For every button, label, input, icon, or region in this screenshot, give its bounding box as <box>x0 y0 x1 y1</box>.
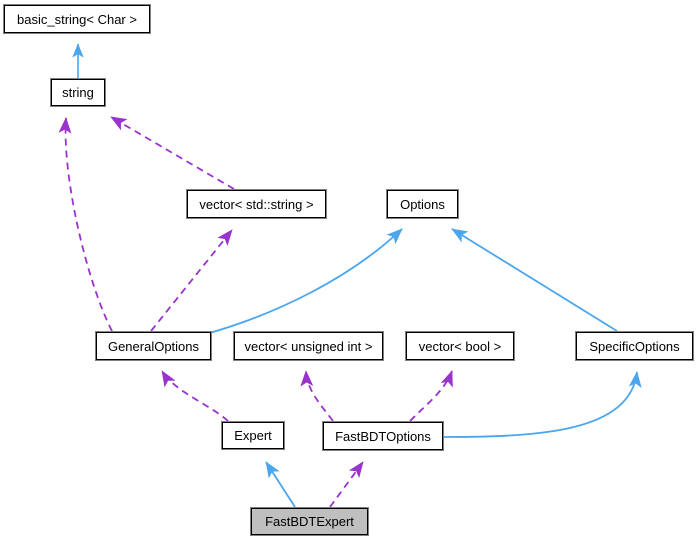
node-general-options[interactable]: GeneralOptions <box>95 331 212 361</box>
node-vector-std-string[interactable]: vector< std::string > <box>186 189 327 219</box>
edge-general_options-to-options <box>205 228 403 335</box>
node-label: vector< bool > <box>418 338 502 354</box>
node-label: basic_string< Char > <box>17 11 137 27</box>
node-label: SpecificOptions <box>589 338 680 354</box>
node-label: GeneralOptions <box>107 338 200 354</box>
node-string[interactable]: string <box>50 78 106 107</box>
node-label: vector< unsigned int > <box>244 338 373 354</box>
edge-specific_options-to-options <box>451 228 618 332</box>
node-fastbdt-expert[interactable]: FastBDTExpert <box>250 507 369 536</box>
edge-vector_string-to-string <box>110 116 235 190</box>
node-vector-bool[interactable]: vector< bool > <box>405 331 515 361</box>
edge-fastbdt_expert-to-expert <box>265 461 296 508</box>
node-fastbdt-options[interactable]: FastBDTOptions <box>322 421 444 451</box>
node-vector-unsigned-int[interactable]: vector< unsigned int > <box>233 331 384 361</box>
node-label: string <box>62 85 94 100</box>
edge-general_options-to-string <box>58 117 113 332</box>
node-label: Options <box>400 196 445 212</box>
node-label: vector< std::string > <box>199 196 314 212</box>
edge-fastbdt_expert-to-fastbdt_options <box>329 461 364 508</box>
edge-expert-to-general_options <box>161 370 229 422</box>
node-label: FastBDTOptions <box>335 428 431 444</box>
node-expert[interactable]: Expert <box>221 421 285 450</box>
edge-fastbdt_options-to-specific_options <box>443 371 642 438</box>
node-specific-options[interactable]: SpecificOptions <box>575 331 694 361</box>
node-label: FastBDTExpert <box>265 514 354 529</box>
node-label: Expert <box>234 428 272 443</box>
edge-fastbdt_options-to-vector_uint <box>300 370 334 422</box>
node-options[interactable]: Options <box>386 189 459 219</box>
edge-fastbdt_options-to-vector_bool <box>409 370 453 422</box>
edge-general_options-to-vector_string <box>150 229 233 332</box>
node-basic-string[interactable]: basic_string< Char > <box>3 4 151 34</box>
